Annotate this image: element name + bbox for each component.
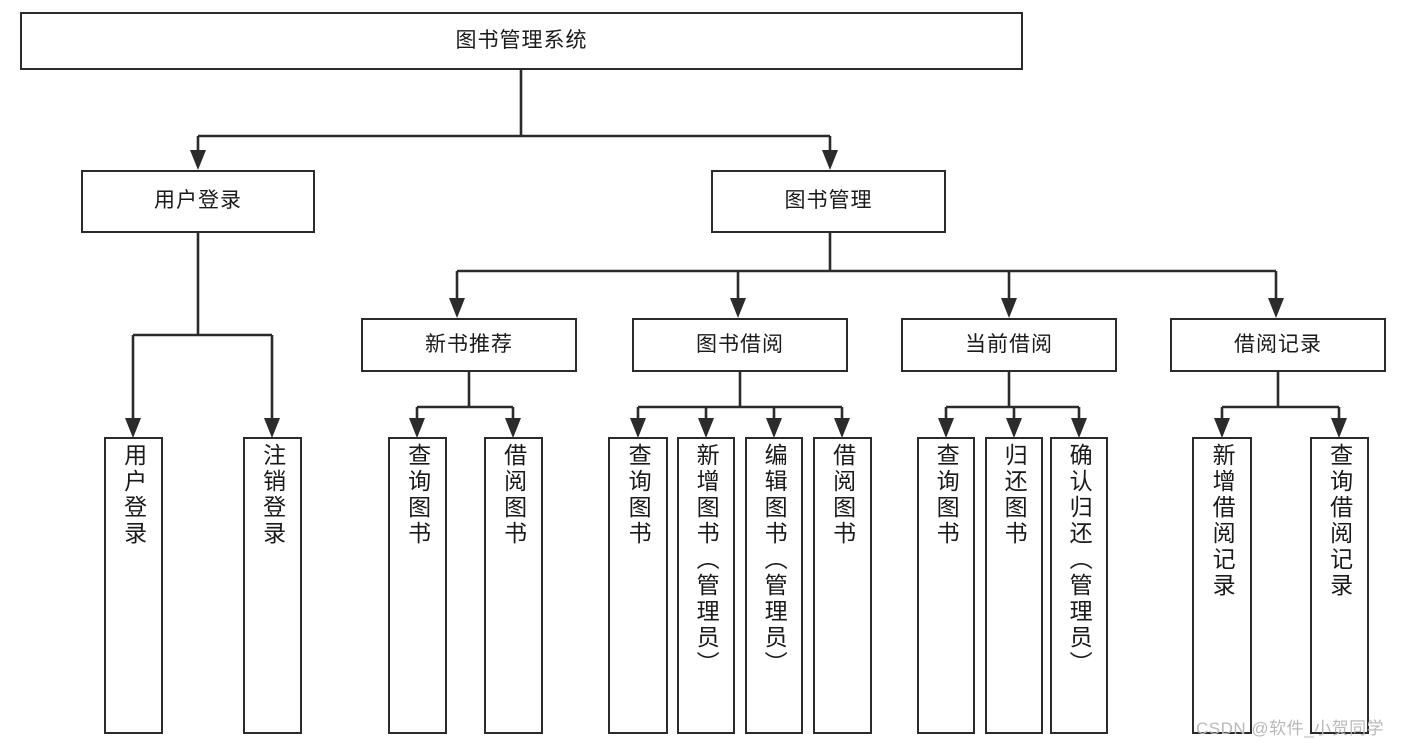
leaf-borrow-record-add[interactable]: 新增借阅记录 xyxy=(1192,437,1252,734)
arrow-root-to-userlogin xyxy=(190,150,206,170)
arrow-newbook-leaf-2 xyxy=(505,418,521,438)
leaf-label: 确认归还（管理员） xyxy=(1066,443,1093,677)
leaf-label: 查询图书 xyxy=(404,443,431,547)
arrow-borrowrecord-leaf-2 xyxy=(1331,418,1347,438)
arrow-userlogin-leaf-2 xyxy=(264,418,280,438)
leaf-current-borrow-return[interactable]: 归还图书 xyxy=(985,437,1043,734)
arrow-newbook-leaf-1 xyxy=(409,418,425,438)
leaf-label: 查询借阅记录 xyxy=(1326,443,1353,599)
leaf-book-borrow-query[interactable]: 查询图书 xyxy=(608,437,668,734)
node-book-borrow-label: 图书借阅 xyxy=(696,332,784,356)
arrow-bookborrow-leaf-1 xyxy=(630,418,646,438)
arrow-to-borrowrecord xyxy=(1268,298,1284,318)
node-current-borrow-label: 当前借阅 xyxy=(965,332,1053,356)
arrow-borrowrecord-leaf-1 xyxy=(1214,418,1230,438)
leaf-label: 查询图书 xyxy=(625,443,652,547)
arrow-to-bookborrow xyxy=(730,298,746,318)
leaf-new-book-borrow[interactable]: 借阅图书 xyxy=(484,437,543,734)
leaf-label: 查询图书 xyxy=(933,443,960,547)
leaf-current-borrow-confirm[interactable]: 确认归还（管理员） xyxy=(1050,437,1108,734)
leaf-label: 用户登录 xyxy=(120,443,147,547)
node-current-borrow[interactable]: 当前借阅 xyxy=(901,318,1117,372)
node-root-label: 图书管理系统 xyxy=(455,28,588,52)
leaf-label: 编辑图书（管理员） xyxy=(761,443,788,677)
arrow-userlogin-leaf-1 xyxy=(125,418,141,438)
node-borrow-record[interactable]: 借阅记录 xyxy=(1170,318,1386,372)
arrow-bookborrow-leaf-2 xyxy=(698,418,714,438)
node-user-login-label: 用户登录 xyxy=(154,189,242,213)
leaf-user-login-logout[interactable]: 注销登录 xyxy=(243,437,302,734)
node-new-book-recommend-label: 新书推荐 xyxy=(425,332,513,356)
arrow-root-to-bookmgmt xyxy=(822,150,838,170)
leaf-user-login-login[interactable]: 用户登录 xyxy=(104,437,163,734)
node-root[interactable]: 图书管理系统 xyxy=(20,12,1023,70)
leaf-label: 注销登录 xyxy=(259,443,286,547)
arrow-currentborrow-leaf-1 xyxy=(938,418,954,438)
leaf-current-borrow-query[interactable]: 查询图书 xyxy=(917,437,975,734)
leaf-label: 借阅图书 xyxy=(829,443,856,547)
node-user-login[interactable]: 用户登录 xyxy=(81,170,315,233)
arrow-currentborrow-leaf-3 xyxy=(1071,418,1087,438)
arrow-currentborrow-leaf-2 xyxy=(1006,418,1022,438)
leaf-label: 借阅图书 xyxy=(500,443,527,547)
node-new-book-recommend[interactable]: 新书推荐 xyxy=(361,318,577,372)
leaf-new-book-query[interactable]: 查询图书 xyxy=(388,437,447,734)
arrow-to-currentborrow xyxy=(1001,298,1017,318)
node-borrow-record-label: 借阅记录 xyxy=(1234,332,1322,356)
node-book-borrow[interactable]: 图书借阅 xyxy=(632,318,848,372)
leaf-label: 归还图书 xyxy=(1001,443,1028,547)
arrow-to-newbook xyxy=(449,298,465,318)
leaf-book-borrow-edit[interactable]: 编辑图书（管理员） xyxy=(745,437,803,734)
node-book-management[interactable]: 图书管理 xyxy=(711,170,946,233)
leaf-label: 新增借阅记录 xyxy=(1209,443,1236,599)
leaf-borrow-record-query[interactable]: 查询借阅记录 xyxy=(1310,437,1369,734)
arrow-bookborrow-leaf-3 xyxy=(766,418,782,438)
leaf-book-borrow-add[interactable]: 新增图书（管理员） xyxy=(677,437,735,734)
node-book-management-label: 图书管理 xyxy=(784,189,873,213)
leaf-book-borrow-borrow[interactable]: 借阅图书 xyxy=(813,437,872,734)
leaf-label: 新增图书（管理员） xyxy=(693,443,720,677)
arrow-bookborrow-leaf-4 xyxy=(834,418,850,438)
